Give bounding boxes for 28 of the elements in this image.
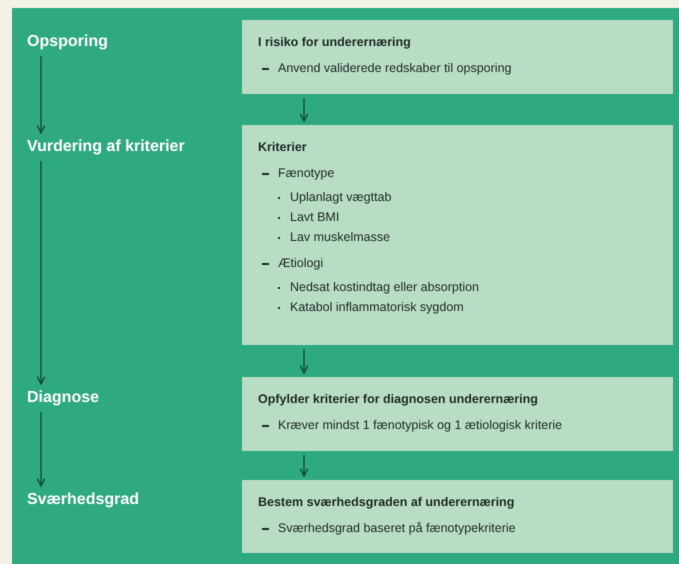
list-item: Lav muskelmasse	[290, 230, 390, 244]
box-heading: I risiko for underernæring	[258, 35, 411, 49]
list-item: Nedsat kostindtag eller absorption	[290, 280, 480, 294]
box-heading: Bestem sværhedsgraden af underernæring	[258, 495, 514, 509]
arrow	[300, 98, 308, 122]
list-item: Fænotype	[278, 166, 334, 180]
arrow	[36, 161, 46, 385]
step-box	[242, 125, 673, 345]
list-item: Sværhedsgrad baseret på fænotypekriterie	[278, 521, 516, 535]
list-item: Lavt BMI	[290, 210, 340, 224]
step-box	[242, 377, 673, 451]
list-item: Katabol inflammatorisk sygdom	[290, 300, 464, 314]
step-label: Diagnose	[27, 388, 100, 408]
step-box	[242, 20, 673, 94]
list-item: Uplanlagt vægttab	[290, 190, 392, 204]
list-item: Ætiologi	[278, 256, 324, 270]
arrow	[300, 455, 308, 477]
arrow	[300, 349, 308, 374]
arrow	[36, 412, 46, 487]
arrow	[36, 56, 46, 134]
step-box	[242, 480, 673, 553]
box-heading: Kriterier	[258, 140, 307, 154]
step-label: Sværhedsgrad	[27, 490, 140, 510]
list-item: Anvend validerede redskaber til opsporing	[278, 61, 512, 75]
step-label: Vurdering af kriterier	[27, 137, 185, 157]
box-heading: Opfylder kriterier for diagnosen underernæring	[258, 392, 538, 406]
list-item: Kræver mindst 1 fænotypisk og 1 ætiologisk kriterie	[278, 418, 562, 432]
step-label: Opsporing	[27, 32, 108, 52]
